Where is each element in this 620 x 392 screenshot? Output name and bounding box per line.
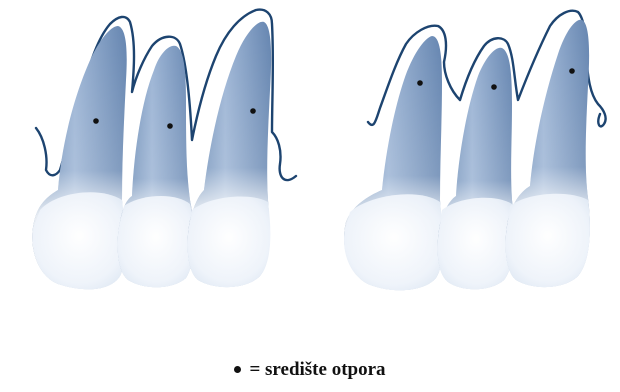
tooth-left-3	[188, 22, 272, 287]
tooth-group-right	[344, 11, 606, 290]
legend-text: = središte otpora	[249, 359, 385, 380]
center-of-resistance-dot	[491, 84, 497, 90]
center-of-resistance-dot	[250, 108, 256, 114]
center-of-resistance-dot	[569, 68, 575, 74]
tooth-group-left	[32, 10, 296, 290]
center-of-resistance-dot	[417, 80, 423, 86]
tooth-left-2	[118, 46, 194, 288]
legend: = središte otpora	[0, 358, 620, 382]
center-of-resistance-dot	[93, 118, 99, 124]
tooth-right-3	[506, 20, 590, 287]
center-of-resistance-dot	[167, 123, 173, 129]
black-dot-icon	[234, 366, 241, 373]
